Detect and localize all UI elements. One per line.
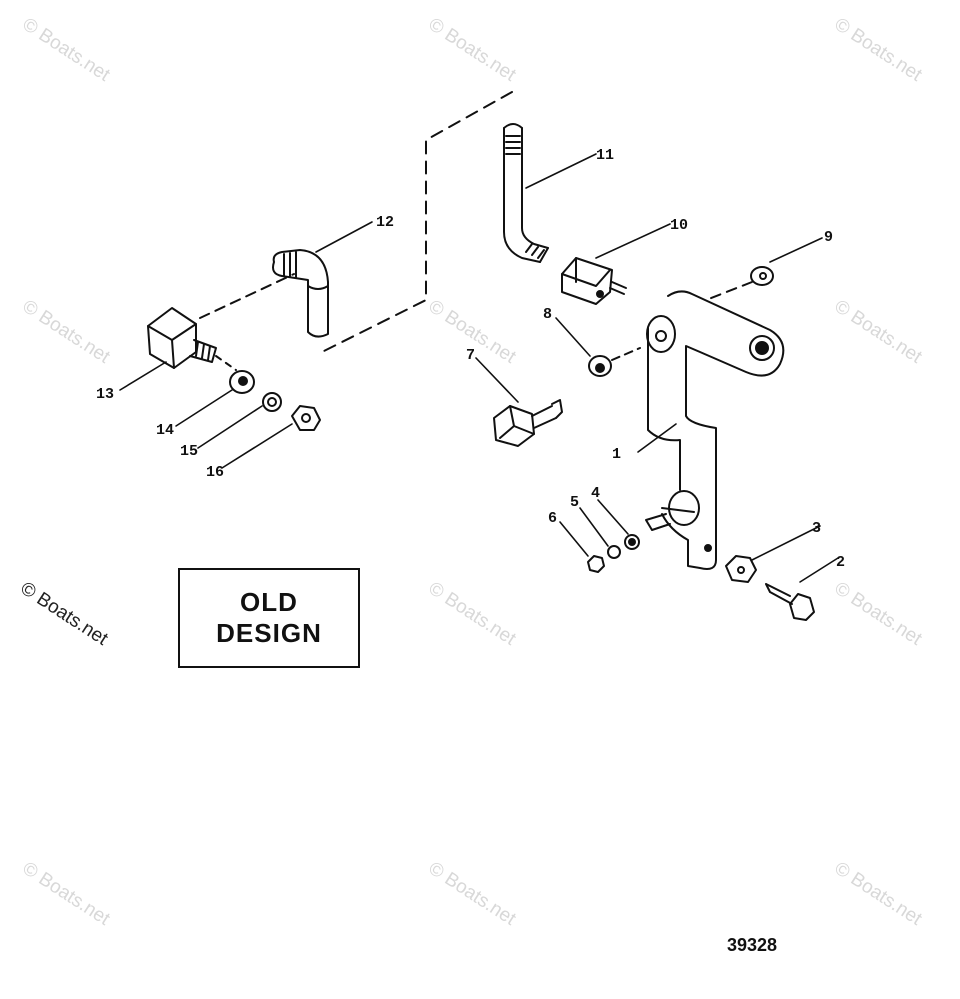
callout-7: 7 (466, 347, 475, 364)
dashed-13-to-14 (215, 355, 237, 371)
callout-3: 3 (812, 520, 821, 537)
callout-8: 8 (543, 306, 552, 323)
part-3-nut (725, 555, 757, 583)
callout-11: 11 (596, 147, 614, 164)
part-5-washer (607, 545, 621, 559)
callout-5: 5 (570, 494, 579, 511)
part-2-bolt (765, 583, 815, 621)
dashed-9-to-1 (705, 281, 753, 301)
part-16-nut (291, 405, 321, 431)
part-11-bent-rod (503, 123, 549, 263)
part-1-lever (645, 290, 785, 570)
part-13-block (147, 307, 217, 369)
part-14-washer (229, 370, 255, 394)
part-12-elbow-pin (272, 249, 329, 338)
callout-16: 16 (206, 464, 224, 481)
part-9-washer (750, 266, 774, 286)
design-label-line1: OLD (240, 587, 298, 617)
callout-9: 9 (824, 229, 833, 246)
part-6-nut (587, 555, 605, 573)
callout-2: 2 (836, 554, 845, 571)
callout-15: 15 (180, 443, 198, 460)
callout-14: 14 (156, 422, 174, 439)
part-7-shoulder-bolt (493, 399, 563, 447)
part-4-washer (624, 534, 640, 550)
leader-lines (119, 153, 839, 583)
design-label-line2: DESIGN (216, 618, 322, 648)
callout-labels: 1 2 3 4 5 6 7 8 9 10 11 12 13 14 15 16 (96, 147, 845, 571)
assembly-dashed-line (321, 91, 513, 353)
callout-1: 1 (612, 446, 621, 463)
callout-4: 4 (591, 485, 600, 502)
dashed-8-to-1 (611, 347, 641, 361)
part-10-block (561, 257, 627, 305)
dashed-13-to-12 (199, 273, 295, 319)
callout-6: 6 (548, 510, 557, 527)
callout-12: 12 (376, 214, 394, 231)
part-8-washer (588, 355, 612, 377)
callout-10: 10 (670, 217, 688, 234)
old-design-label-box: OLD DESIGN (178, 568, 360, 668)
figure-number: 39328 (727, 935, 778, 955)
callout-13: 13 (96, 386, 114, 403)
part-15-lockwasher (262, 392, 282, 412)
